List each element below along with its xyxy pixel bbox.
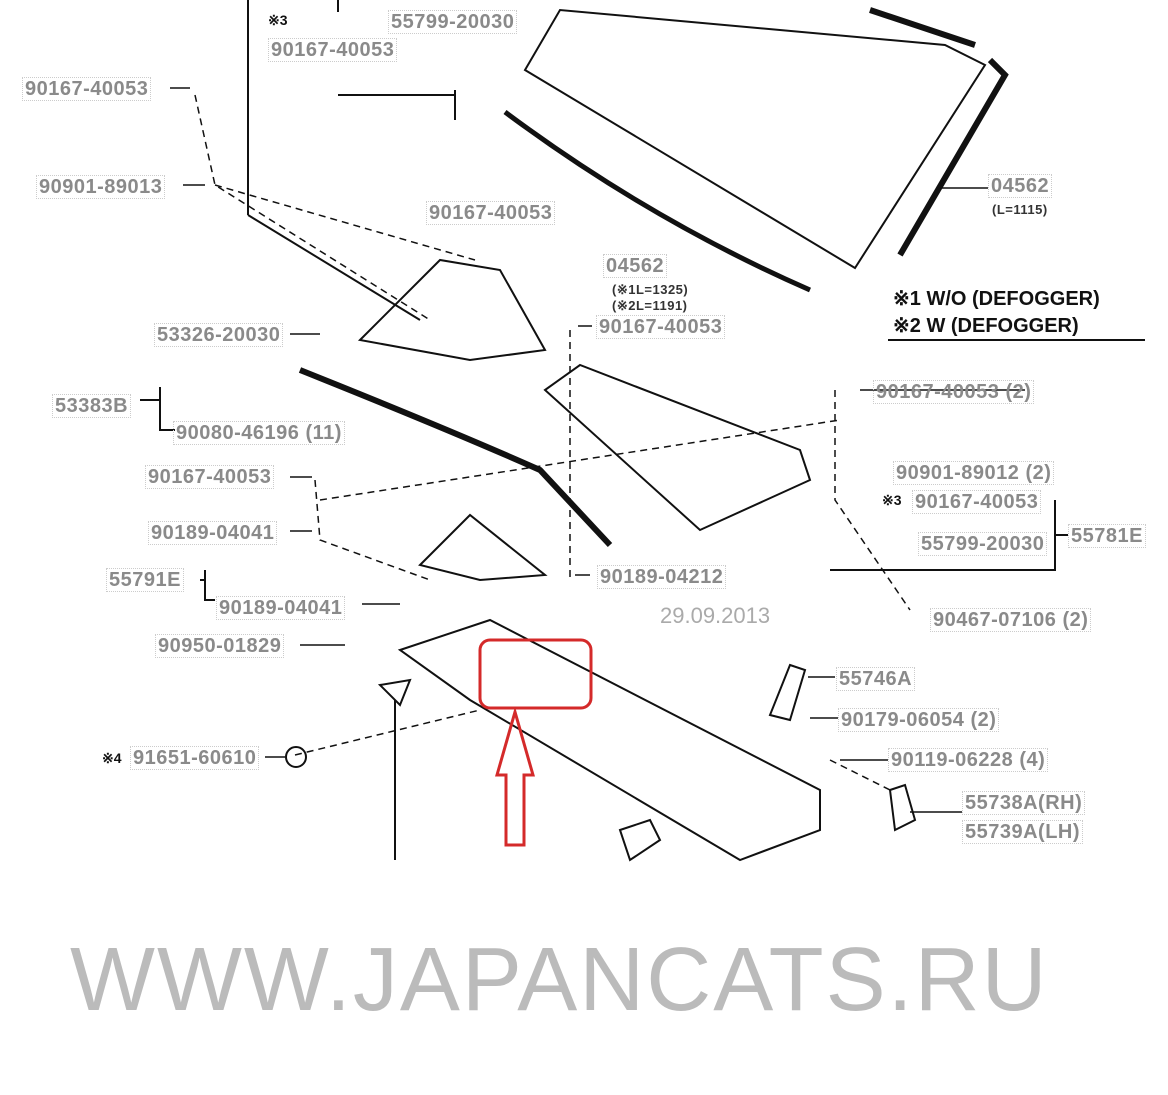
mark-3: ※3	[882, 492, 902, 508]
part-label[interactable]: 53326-20030	[154, 323, 284, 347]
length-note: (※2L=1191)	[612, 298, 688, 313]
part-label[interactable]: 55739A(LH)	[962, 820, 1084, 844]
mark-3: ※3	[268, 12, 288, 28]
windshield	[523, 8, 987, 270]
watermark-site: WWW.JAPANCATS.RU	[70, 930, 1049, 1030]
seal-53383B	[298, 367, 613, 548]
part-label[interactable]: 90950-01829	[155, 634, 285, 658]
part-label[interactable]: 90167-40053 (2)	[873, 380, 1035, 404]
part-label[interactable]: 04562	[988, 174, 1053, 198]
part-label[interactable]: 90901-89013	[36, 175, 166, 199]
cowl-panel	[397, 618, 821, 862]
part-label[interactable]: 55738A(RH)	[962, 791, 1086, 815]
part-label[interactable]: 90167-40053	[22, 77, 152, 101]
part-label[interactable]: 90119-06228 (4)	[888, 748, 1049, 772]
part-label[interactable]: 90167-40053	[912, 490, 1042, 514]
part-label[interactable]: 55746A	[836, 667, 916, 691]
part-label[interactable]: 90467-07106 (2)	[930, 608, 1092, 632]
part-label[interactable]: 55799-20030	[388, 10, 518, 34]
part-label[interactable]: 90189-04041	[216, 596, 346, 620]
part-label[interactable]: 90167-40053	[268, 38, 398, 62]
highlight-box	[478, 638, 593, 710]
ref-b-circle	[285, 746, 307, 768]
part-label[interactable]: 90080-46196 (11)	[173, 421, 345, 445]
part-label[interactable]: 90901-89012 (2)	[893, 461, 1055, 485]
part-label[interactable]: 91651-60610	[130, 746, 260, 770]
cowl-top-left	[357, 258, 547, 362]
arrow-indicator	[495, 706, 535, 847]
mark-4: ※4	[102, 750, 122, 766]
legend-line-2: ※2 W (DEFOGGER)	[893, 315, 1079, 337]
length-note: (※1L=1325)	[612, 282, 689, 297]
part-label[interactable]: 90167-40053	[145, 465, 275, 489]
part-label[interactable]: 04562	[603, 254, 668, 278]
part-label[interactable]: 90179-06054 (2)	[838, 708, 1000, 732]
part-label[interactable]: 55791E	[106, 568, 184, 592]
part-label[interactable]: 55799-20030	[918, 532, 1048, 556]
panel-55791E	[418, 513, 548, 582]
part-label[interactable]: 55781E	[1068, 524, 1146, 548]
windshield-molding	[503, 109, 812, 293]
part-label[interactable]: 90189-04041	[148, 521, 278, 545]
part-label[interactable]: 53383B	[52, 394, 132, 418]
part-label[interactable]: 90167-40053	[596, 315, 726, 339]
cowl-top-right	[543, 363, 812, 532]
legend-line-1: ※1 W/O (DEFOGGER)	[893, 288, 1100, 310]
length-note: (L=1115)	[992, 202, 1048, 217]
part-label[interactable]: 90189-04212	[597, 565, 727, 589]
part-label[interactable]: 90167-40053	[426, 201, 556, 225]
watermark-date: 29.09.2013	[660, 603, 771, 628]
